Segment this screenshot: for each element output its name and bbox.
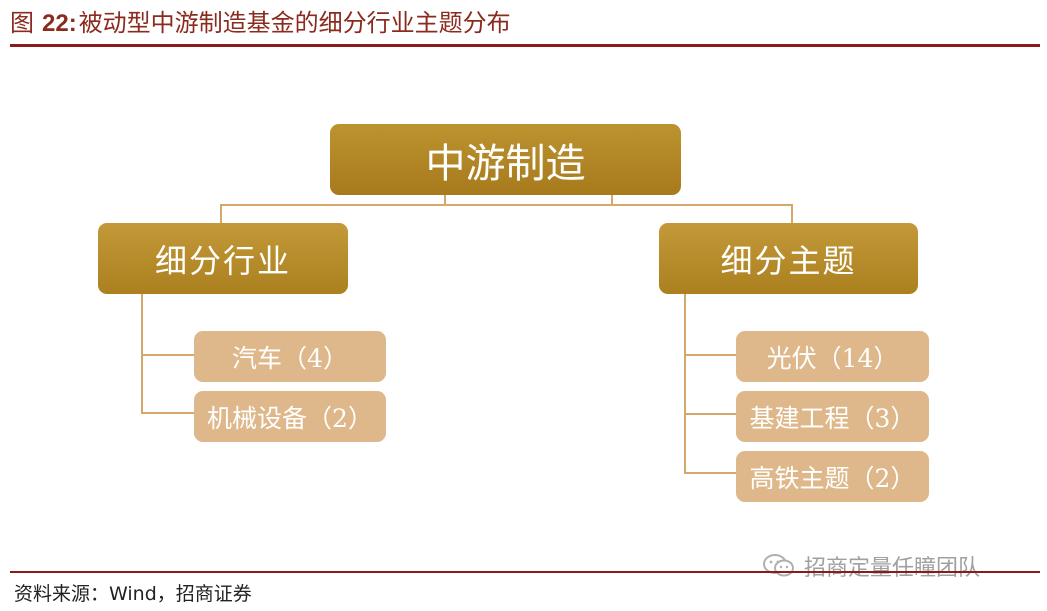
leaf-node-auto: 汽车（4） <box>194 331 386 382</box>
connector-to-right-branch <box>791 204 793 223</box>
connector-to-left-branch <box>220 204 222 223</box>
connector-left-leaf-2 <box>141 412 195 414</box>
connector-right-trunk <box>684 294 686 474</box>
figure-number: 22: <box>42 10 77 37</box>
watermark-text: 招商定量任瞳团队 <box>804 556 981 581</box>
bottom-rule <box>10 571 1040 573</box>
connector-right-leaf-3 <box>684 472 738 474</box>
figure-title: 图 22:被动型中游制造基金的细分行业主题分布 <box>10 6 1040 40</box>
branch-node-industry: 细分行业 <box>98 223 348 294</box>
connector-left-leaf-1 <box>141 354 195 356</box>
leaf-node-photovoltaic: 光伏（14） <box>736 331 929 382</box>
wechat-icon <box>762 553 796 579</box>
figure-title-text: 被动型中游制造基金的细分行业主题分布 <box>78 9 511 37</box>
connector-root-right <box>611 195 613 205</box>
top-rule <box>10 44 1040 47</box>
connector-root-left <box>444 195 446 205</box>
branch-node-theme: 细分主题 <box>659 223 918 294</box>
source-note: 资料来源：Wind，招商证券 <box>14 583 252 605</box>
leaf-node-machinery: 机械设备（2） <box>194 391 386 442</box>
connector-left-trunk <box>141 294 143 413</box>
connector-horizontal <box>220 204 793 206</box>
leaf-node-high-speed-rail: 高铁主题（2） <box>736 451 929 502</box>
figure-label: 图 <box>10 9 34 37</box>
root-node: 中游制造 <box>330 124 681 195</box>
connector-right-leaf-1 <box>684 354 738 356</box>
watermark: 招商定量任瞳团队 <box>762 550 980 582</box>
connector-right-leaf-2 <box>684 413 738 415</box>
leaf-node-infrastructure: 基建工程（3） <box>736 391 929 442</box>
